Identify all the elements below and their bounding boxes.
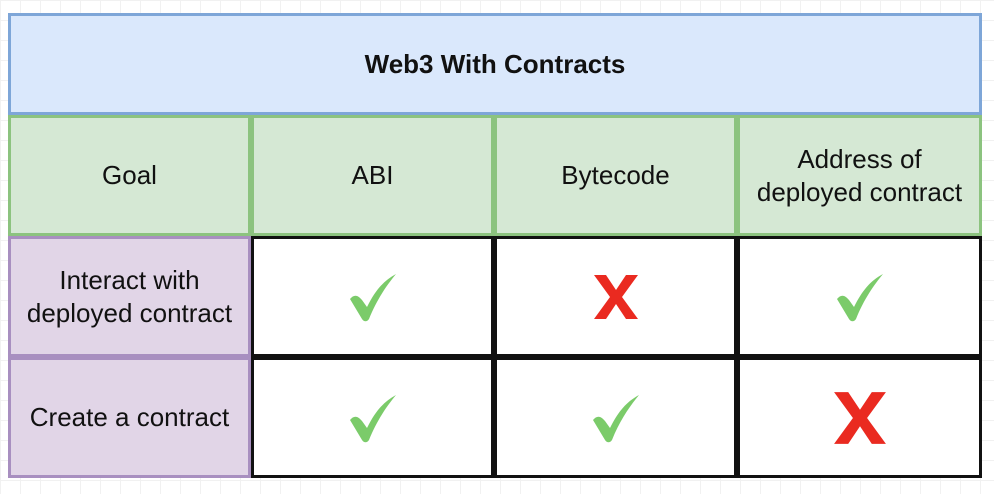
cell-interact-address: yes (737, 236, 982, 357)
header-goal: Goal (8, 115, 251, 236)
cell-create-abi: yes (251, 357, 494, 478)
cell-create-bytecode: yes (494, 357, 737, 478)
row-label-interact: Interact with deployed contract (8, 236, 251, 357)
cell-create-address: no (737, 357, 982, 478)
check-icon (349, 394, 396, 442)
check-icon (592, 394, 639, 442)
check-icon (349, 273, 396, 321)
header-address: Address of deployed contract (737, 115, 982, 236)
x-icon (593, 274, 638, 319)
row-label-create: Create a contract (8, 357, 251, 478)
header-abi: ABI (251, 115, 494, 236)
cell-interact-bytecode: no (494, 236, 737, 357)
cell-interact-abi: yes (251, 236, 494, 357)
x-icon (833, 391, 886, 444)
header-bytecode: Bytecode (494, 115, 737, 236)
table-title: Web3 With Contracts (8, 13, 982, 115)
check-icon (836, 273, 883, 321)
